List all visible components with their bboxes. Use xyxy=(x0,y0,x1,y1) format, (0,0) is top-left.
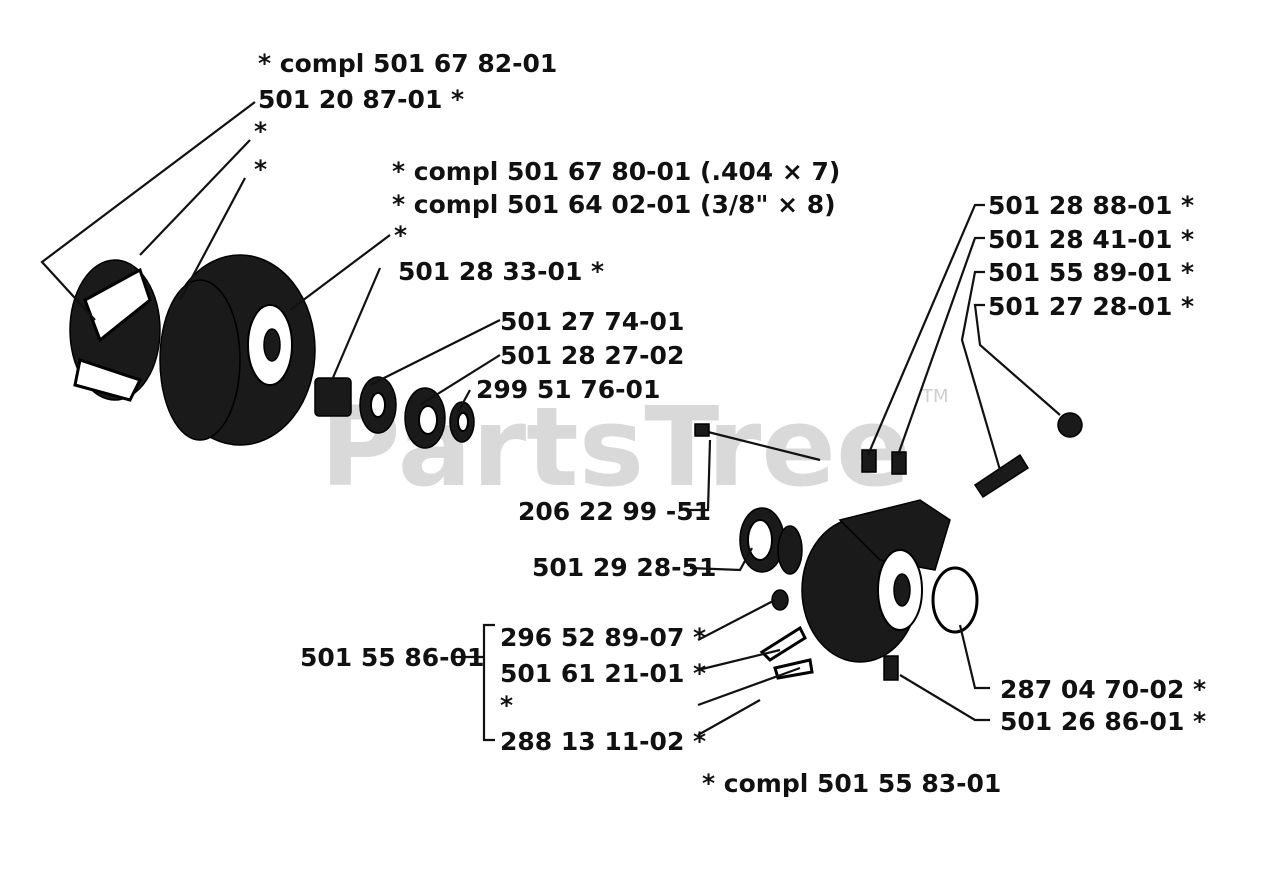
label-296-52-89: 296 52 89-07 * xyxy=(500,623,706,652)
seal-ring xyxy=(777,525,803,575)
label-compl-top: * compl 501 67 82-01 xyxy=(258,49,557,78)
label-501-28-27: 501 28 27-02 xyxy=(500,341,684,370)
label-299-51-76: 299 51 76-01 xyxy=(476,375,660,404)
o-ring xyxy=(931,566,979,634)
label-501-61-21: 501 61 21-01 * xyxy=(500,659,706,688)
oil-hose xyxy=(973,453,1030,499)
spider-arm xyxy=(83,267,152,343)
oil-pump-assembly xyxy=(694,412,1083,681)
needle-bearing xyxy=(314,377,352,417)
label-501-55-89: 501 55 89-01 * xyxy=(988,258,1194,287)
label-501-26-86: 501 26 86-01 * xyxy=(1000,707,1206,736)
label-star: * xyxy=(394,221,407,250)
label-501-20-87: 501 20 87-01 * xyxy=(258,85,464,114)
label-206-22-99: 206 22 99 -51 xyxy=(518,497,711,526)
screw-head xyxy=(694,423,710,437)
screw xyxy=(699,428,821,462)
clutch-drum-assembly xyxy=(69,254,475,449)
label-compl-404: * compl 501 67 80-01 (.404 × 7) xyxy=(392,157,840,186)
label-501-29-28: 501 29 28-51 xyxy=(532,553,716,582)
label-287-04-70: 287 04 70-02 * xyxy=(1000,675,1206,704)
leader-lines-right xyxy=(455,203,1061,742)
label-501-28-41: 501 28 41-01 * xyxy=(988,225,1194,254)
washer-hole xyxy=(370,392,386,418)
washer-hole xyxy=(457,412,469,432)
small-washer xyxy=(771,589,789,611)
label-501-28-88: 501 28 88-01 * xyxy=(988,191,1194,220)
label-star: * xyxy=(254,155,267,184)
drum-rim xyxy=(159,279,241,441)
pump-shaft xyxy=(893,573,911,607)
pump-top xyxy=(838,499,951,571)
drum-center xyxy=(263,328,281,362)
spider-arm xyxy=(73,358,143,402)
label-501-28-33: 501 28 33-01 * xyxy=(398,257,604,286)
seal-hole xyxy=(747,519,773,561)
spring xyxy=(759,625,807,662)
washer-hole xyxy=(418,405,438,435)
label-star: * xyxy=(500,691,513,720)
label-501-55-86: 501 55 86-01 xyxy=(300,643,484,672)
label-501-27-28: 501 27 28-01 * xyxy=(988,292,1194,321)
label-star: * xyxy=(254,117,267,146)
part-labels: * compl 501 67 82-01 501 20 87-01 * * * … xyxy=(254,49,1206,798)
plug xyxy=(883,655,899,681)
label-501-27-74: 501 27 74-01 xyxy=(500,307,684,336)
label-compl-bottom: * compl 501 55 83-01 xyxy=(702,769,1001,798)
label-288-13-11: 288 13 11-02 * xyxy=(500,727,706,756)
label-compl-38: * compl 501 64 02-01 (3/8" × 8) xyxy=(392,190,836,219)
watermark-trademark: TM xyxy=(921,386,949,407)
hose-fitting xyxy=(1057,412,1083,438)
leader-lines-left xyxy=(40,101,501,413)
